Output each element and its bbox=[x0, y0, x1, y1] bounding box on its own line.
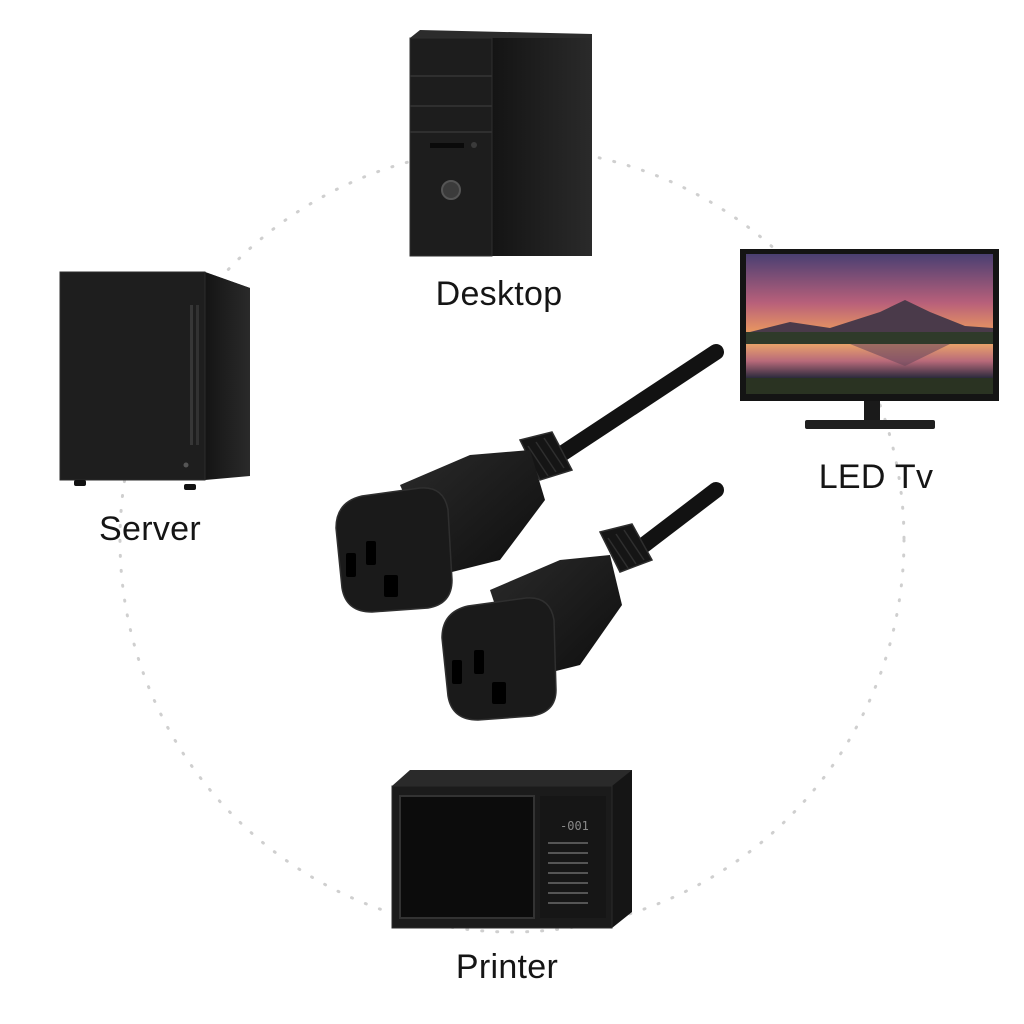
desktop-label: Desktop bbox=[435, 275, 563, 313]
c13-connector-lower bbox=[441, 523, 654, 721]
server-cabinet-icon bbox=[59, 271, 250, 490]
led-tv-label: LED Tv bbox=[818, 458, 934, 496]
printer-label: Printer bbox=[455, 948, 559, 986]
led-tv-icon bbox=[740, 249, 999, 429]
desktop-tower-icon bbox=[409, 30, 592, 257]
printer-display-text: -001 bbox=[560, 819, 589, 833]
printer-icon: -001 bbox=[391, 770, 632, 929]
server-label: Server bbox=[99, 510, 201, 548]
power-cable-c13-connectors-icon bbox=[335, 344, 724, 721]
c13-connector-upper bbox=[335, 431, 574, 613]
